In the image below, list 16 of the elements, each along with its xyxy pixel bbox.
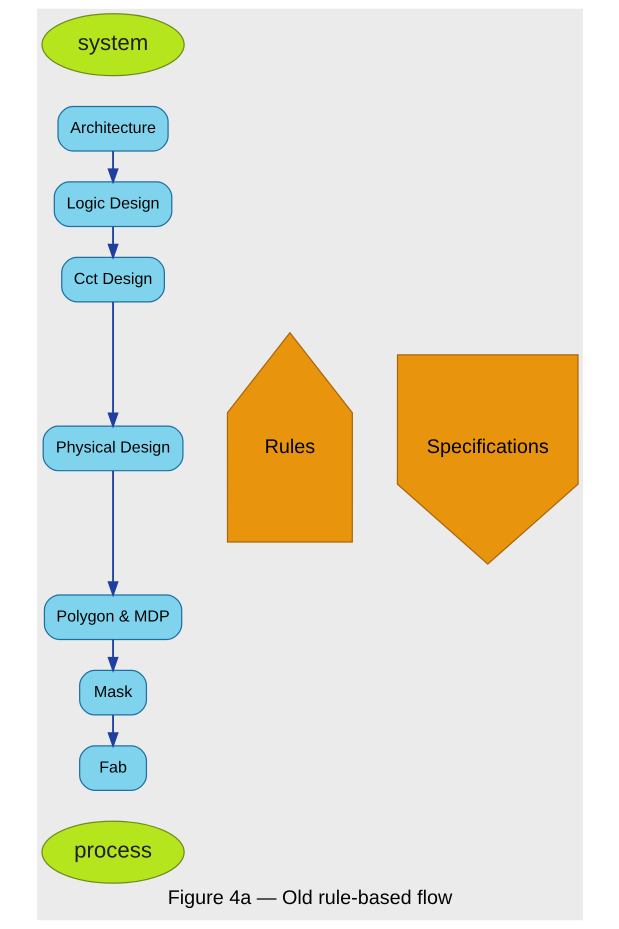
node-box: Architecture xyxy=(56,106,168,152)
arrow xyxy=(106,640,118,673)
node-ellipse: process xyxy=(40,820,184,884)
node-box: Polygon & MDP xyxy=(43,594,182,640)
node-box: Physical Design xyxy=(42,426,184,472)
node-box: Fab xyxy=(78,745,147,791)
node-ellipse: system xyxy=(40,13,184,76)
arrow xyxy=(106,470,118,598)
arrow xyxy=(106,302,118,429)
arrow xyxy=(106,151,118,184)
node-box: Mask xyxy=(78,670,147,716)
arrow xyxy=(106,715,118,748)
caption: Figure 4a — Old rule-based flow xyxy=(167,886,452,909)
node-box: Logic Design xyxy=(53,181,172,228)
node-box: Cct Design xyxy=(60,256,164,302)
arrow xyxy=(106,226,118,260)
